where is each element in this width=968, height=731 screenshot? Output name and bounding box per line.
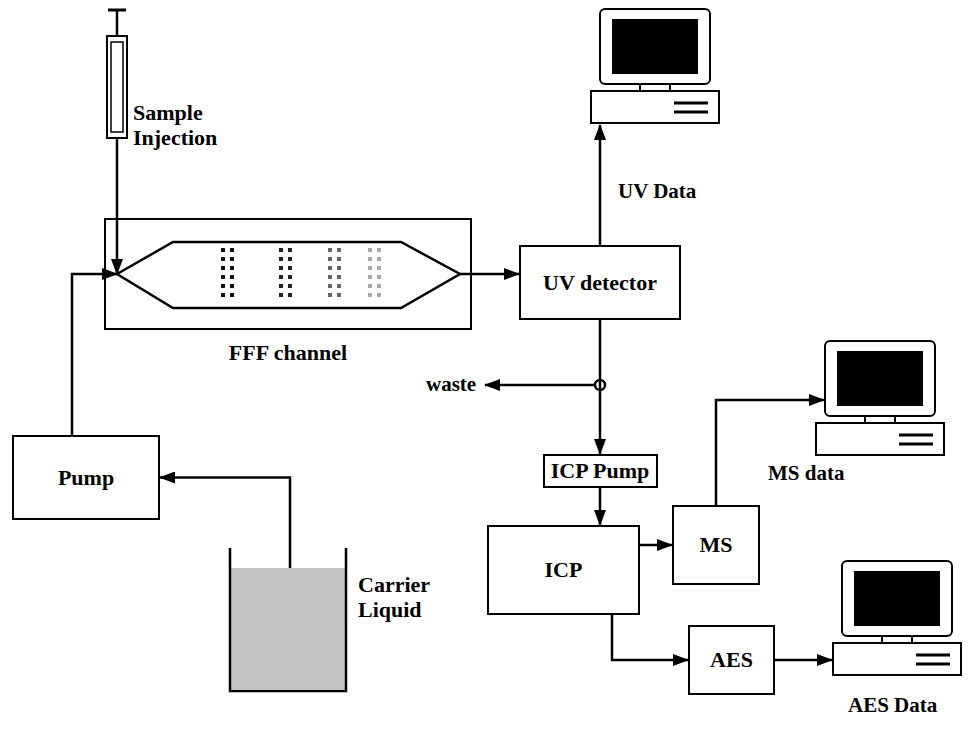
icp-box: ICP (487, 525, 640, 615)
data-label: waste (424, 373, 478, 396)
node-label: FFF channel (229, 340, 347, 365)
waste-arrow (485, 384, 600, 387)
aes-box: AES (688, 625, 775, 695)
data-label: AES Data (846, 694, 939, 717)
syringe-symbol (101, 8, 133, 188)
channel-shape (106, 220, 470, 328)
flow-arrow (612, 615, 688, 660)
box-label: UV detector (543, 270, 657, 295)
data-label: MS data (766, 462, 846, 485)
flow-arrow (116, 188, 119, 274)
computer-icon (591, 9, 719, 123)
box-label: MS (700, 532, 733, 557)
ms-box: MS (672, 505, 760, 585)
detector-box: UV detector (519, 245, 681, 320)
flow-arrow (599, 320, 602, 454)
flow-arrow (72, 274, 117, 435)
carrier-beaker: Carrier Liquid (228, 548, 348, 693)
box-label: Pump (58, 465, 114, 490)
flow-arrow (640, 544, 672, 547)
flow-arrow (599, 488, 602, 525)
box-label: ICP (545, 557, 583, 582)
syringe-injector: Sample Injection (101, 8, 133, 188)
fff-channel: FFF channel (104, 218, 472, 330)
flow-arrow (160, 478, 290, 571)
node-label: Sample Injection (133, 100, 243, 151)
data-arrow (716, 400, 824, 505)
node-label: Carrier Liquid (358, 572, 444, 623)
pump-box: Pump (12, 435, 160, 520)
computer-icon (816, 341, 944, 455)
box-label: AES (710, 647, 753, 672)
data-label: UV Data (616, 180, 698, 203)
data-arrow (775, 659, 832, 662)
beaker-symbol (228, 548, 348, 693)
box-label: ICP Pump (551, 458, 649, 483)
data-arrow (599, 125, 602, 245)
flow-arrow (460, 273, 519, 276)
pump-box: ICP Pump (543, 454, 658, 488)
computer-icon (833, 561, 961, 675)
